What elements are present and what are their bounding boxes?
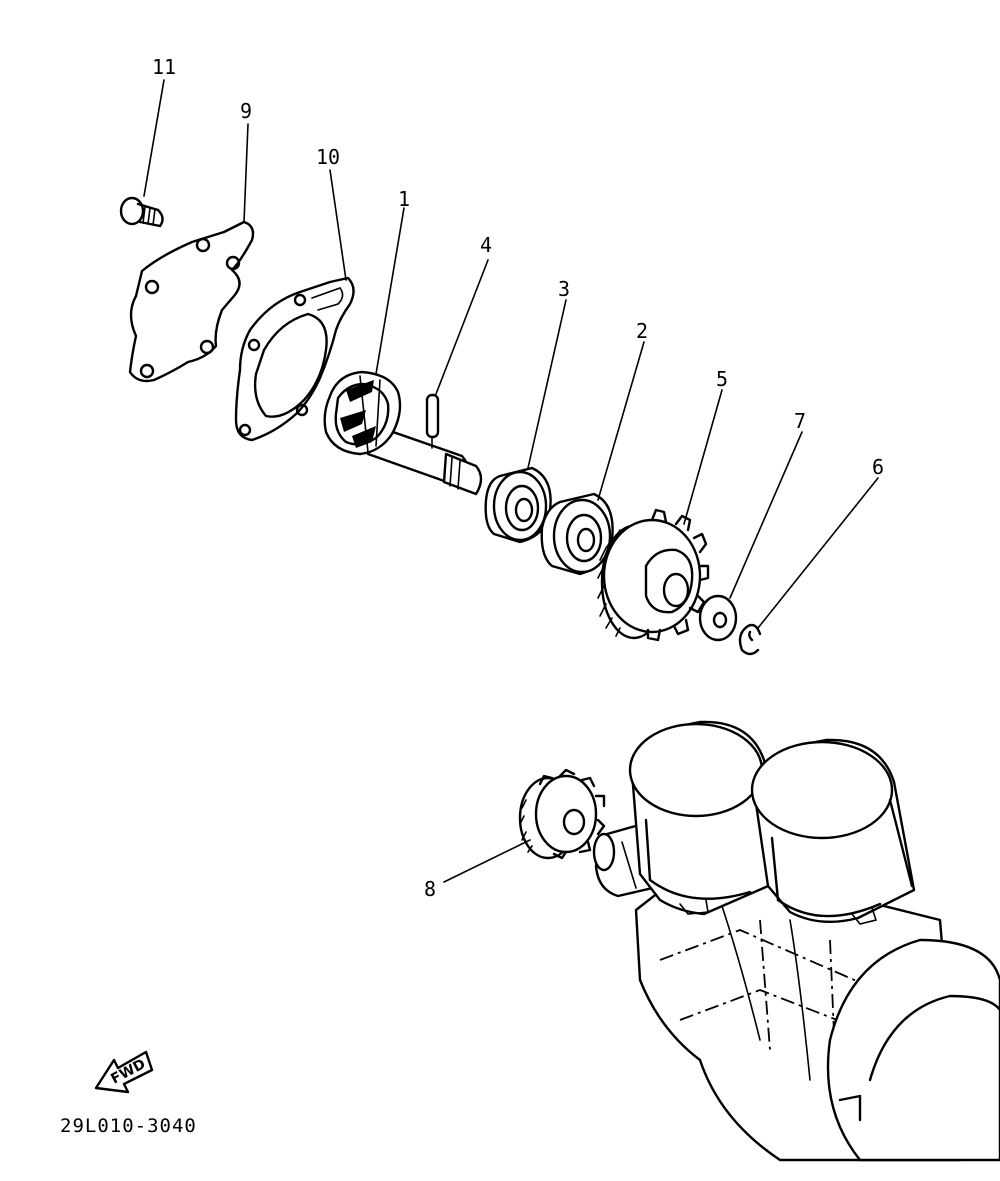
part-3-bearing[interactable] xyxy=(484,466,552,544)
callout-labels: 11 9 10 1 4 3 2 5 7 6 8 xyxy=(152,55,884,901)
callout-8: 8 xyxy=(424,877,436,901)
leader-4 xyxy=(435,259,489,395)
leader-7 xyxy=(729,431,803,599)
leader-2 xyxy=(597,341,645,501)
part-9-pump-cover[interactable] xyxy=(128,220,255,383)
part-8-drive-gear[interactable] xyxy=(518,768,606,860)
callout-3: 3 xyxy=(558,277,570,301)
part-7-washer[interactable] xyxy=(698,594,738,642)
part-2-bearing[interactable] xyxy=(540,492,614,576)
callout-2: 2 xyxy=(636,319,648,343)
leader-8 xyxy=(443,839,531,883)
callout-4: 4 xyxy=(480,233,492,257)
callout-5: 5 xyxy=(716,367,728,391)
leader-3 xyxy=(527,299,567,469)
callout-1: 1 xyxy=(398,187,410,211)
callout-7: 7 xyxy=(794,409,806,433)
part-10-gasket[interactable] xyxy=(234,276,355,442)
callout-11: 11 xyxy=(152,55,176,79)
leader-lines xyxy=(143,79,879,883)
part-11-bolt[interactable] xyxy=(119,196,164,228)
leader-1 xyxy=(375,207,405,375)
leader-11 xyxy=(143,79,165,197)
callout-10: 10 xyxy=(316,145,340,169)
leader-5 xyxy=(683,389,723,525)
part-5-gear[interactable] xyxy=(597,508,710,642)
part-6-circlip[interactable] xyxy=(738,623,762,656)
leader-9 xyxy=(243,123,249,223)
diagram-code: 29L010-3040 xyxy=(60,1115,197,1137)
callout-6: 6 xyxy=(872,455,884,479)
leader-10 xyxy=(329,169,347,281)
crankshaft-assembly xyxy=(592,720,1000,1162)
callout-9: 9 xyxy=(240,99,252,123)
fwd-arrow-icon: FWD xyxy=(94,1050,154,1094)
part-1-impeller-shaft[interactable] xyxy=(323,370,483,496)
leader-6 xyxy=(757,477,879,629)
part-4-pin[interactable] xyxy=(425,393,440,449)
